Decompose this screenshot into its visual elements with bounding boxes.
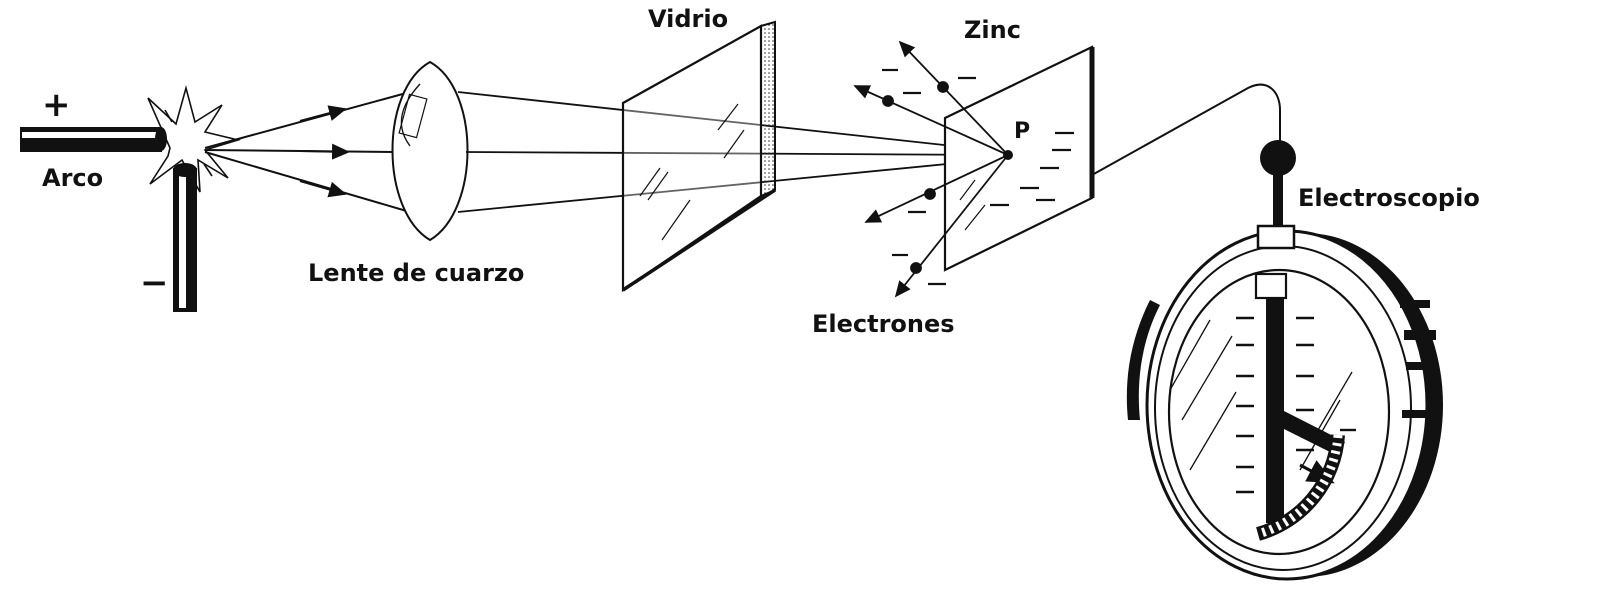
zinc-surface-charges <box>990 131 1074 207</box>
electroscope-knob <box>1260 140 1296 176</box>
electroscope-rod <box>1266 298 1284 523</box>
arc-spark-icon <box>147 84 242 193</box>
minus-sign-label: − <box>140 263 169 303</box>
connecting-wire <box>1091 83 1281 176</box>
rays-arc-to-lens <box>204 91 411 213</box>
electron-paths <box>853 40 1009 298</box>
glass-label: Vidrio <box>648 5 728 33</box>
plus-sign-label: + <box>42 85 71 125</box>
electroscope-charge-marks <box>1236 316 1356 494</box>
arc-lamp <box>20 84 242 312</box>
quartz-lens-label: Lente de cuarzo <box>308 259 524 287</box>
positive-electrode <box>20 127 167 152</box>
quartz-lens <box>391 60 469 242</box>
zinc-label: Zinc <box>964 16 1021 44</box>
glass-plate <box>621 20 776 293</box>
electron-charge-marks <box>882 68 976 286</box>
electrons-label: Electrones <box>812 310 955 338</box>
zinc-plate <box>943 45 1095 272</box>
electroscope-label: Electroscopio <box>1298 184 1480 212</box>
electroscope-leaf <box>1270 410 1345 456</box>
rays-lens-to-zinc <box>457 91 1009 213</box>
arc-label: Arco <box>42 164 103 192</box>
negative-electrode <box>173 163 197 312</box>
electroscope <box>1126 140 1443 581</box>
point-p-label: P <box>1014 119 1030 144</box>
